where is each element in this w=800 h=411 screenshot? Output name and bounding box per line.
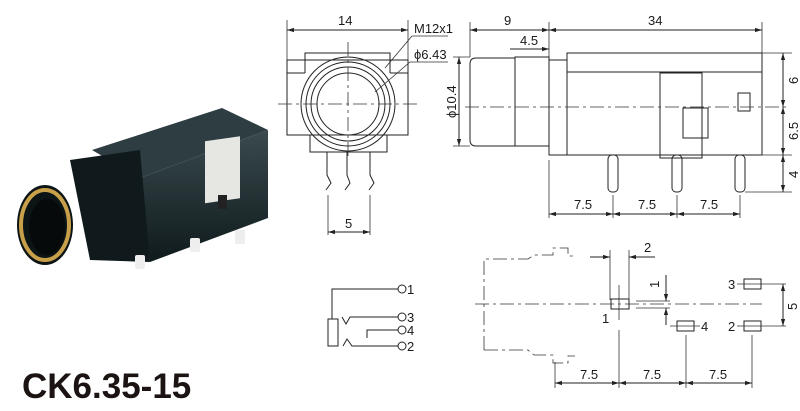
nose-length-dim: 9 bbox=[504, 13, 511, 28]
pad-offset-dim: 1 bbox=[647, 281, 662, 288]
front-pitch-dim: 5 bbox=[345, 216, 352, 231]
nose-inner-dim: 4.5 bbox=[520, 33, 538, 48]
diameter-dim: ϕ10.4 bbox=[444, 85, 459, 118]
pcb-pad-3: 3 bbox=[728, 277, 735, 292]
pcb-pitch-3: 7.5 bbox=[709, 367, 727, 382]
pcb-pitch-1: 7.5 bbox=[580, 367, 598, 382]
front-view: 14 M12x1 ϕ6.43 5 bbox=[278, 13, 453, 235]
pcb-pad-1: 1 bbox=[602, 311, 609, 326]
schematic-pin-3: 3 bbox=[407, 310, 414, 325]
side-view: 9 34 4.5 ϕ10.4 6 6.5 4 7.5 7.5 7.5 bbox=[444, 13, 800, 218]
height-top-dim: 6 bbox=[786, 77, 800, 84]
side-pitch-3: 7.5 bbox=[700, 197, 718, 212]
schematic-pin-2: 2 bbox=[407, 339, 414, 354]
pad-width-dim: 2 bbox=[644, 240, 651, 255]
pcb-pitch-2: 7.5 bbox=[643, 367, 661, 382]
front-width-dim: 14 bbox=[338, 13, 352, 28]
body-length-dim: 34 bbox=[648, 13, 662, 28]
schematic-pin-4: 4 bbox=[407, 323, 414, 338]
bore-label: ϕ6.43 bbox=[414, 47, 447, 62]
height-mid-dim: 6.5 bbox=[786, 122, 800, 140]
side-pitch-2: 7.5 bbox=[638, 197, 656, 212]
side-pitch-1: 7.5 bbox=[574, 197, 592, 212]
schematic-pin-1: 1 bbox=[407, 282, 414, 297]
product-photo bbox=[17, 108, 268, 269]
pad-row-dim: 5 bbox=[785, 303, 800, 310]
schematic: 1 3 4 2 bbox=[327, 282, 414, 354]
pin-length-dim: 4 bbox=[786, 171, 800, 178]
model-title: CK6.35-15 bbox=[22, 367, 191, 406]
thread-label: M12x1 bbox=[414, 21, 453, 36]
pcb-pad-2: 2 bbox=[728, 319, 735, 334]
pcb-pad-4: 4 bbox=[701, 319, 708, 334]
pcb-layout: 2 1 1 4 3 2 5 7.5 7.5 7.5 bbox=[475, 240, 800, 388]
